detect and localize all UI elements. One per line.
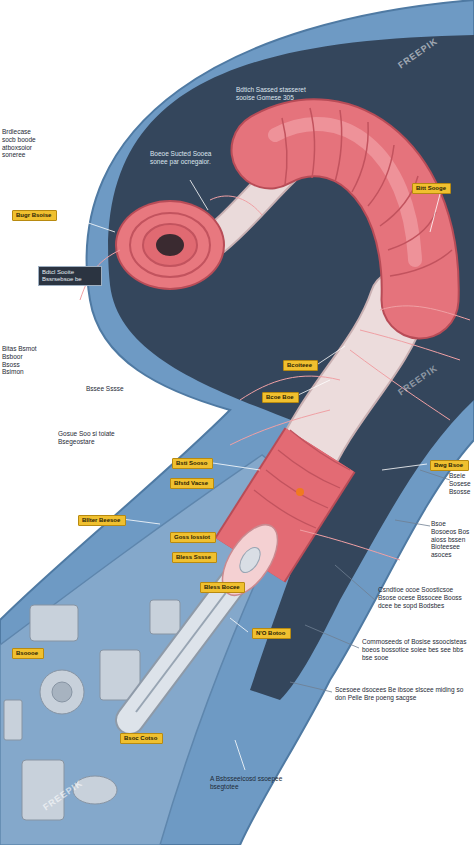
organ-highlight xyxy=(275,124,415,260)
vessels xyxy=(80,196,470,560)
tag-text: Bugr Bsoise xyxy=(16,212,53,219)
annotation-text: Csndtioe ocoe Soosticsoe Bsose ocese Bss… xyxy=(378,586,470,609)
annotation-text: Brdlecase socb boode atboxsoior soneree xyxy=(2,128,46,159)
tube xyxy=(300,300,400,470)
marker-dot xyxy=(296,488,304,496)
label-tag: Bllter Beesoe xyxy=(78,515,126,526)
tag-text: Bcoe Boe xyxy=(266,394,295,401)
label-tag: Bugr Bsoise xyxy=(12,210,57,221)
label-tag: Bsti Sooso xyxy=(172,458,213,469)
label-tag: Bless Sssse xyxy=(172,552,217,563)
annotation-text: Boeoe Sucted Sooea sonee par ocnegaior. xyxy=(150,150,228,166)
annotation-text: Bssee Sssse xyxy=(86,385,128,393)
label-tag: Bcoiteee xyxy=(283,360,318,371)
tag-text: Bsti Sooso xyxy=(176,460,209,467)
tag-text: Goss Iossiot xyxy=(174,534,212,541)
rod xyxy=(130,560,250,720)
tag-text: Bwg Bsoe xyxy=(434,462,465,469)
ring xyxy=(117,202,223,288)
inner-cavity xyxy=(108,35,474,700)
label-tag: Goss Iossiot xyxy=(170,532,216,543)
tag-text: Bless Bocee xyxy=(204,584,241,591)
tag-text: Bless Sssse xyxy=(176,554,213,561)
organ xyxy=(270,138,420,300)
dark-label-box: Bdtcl Sooite Bssrsebsoe be xyxy=(38,266,102,286)
tube-outline xyxy=(300,300,400,470)
tag-text: Bitt Sooge xyxy=(416,185,447,192)
ring-fold xyxy=(143,224,197,266)
tag-text: N'O Botoo xyxy=(256,630,287,637)
annotation-text: Bseie Sosese Bsosse xyxy=(449,472,471,495)
ring-outline xyxy=(115,200,225,290)
annotation-text: A Bsbsseeicosd ssoepee bsegtotee xyxy=(210,775,284,791)
organ-ridges xyxy=(282,108,452,276)
tag-text: Bcoiteee xyxy=(287,362,314,369)
rod-outline xyxy=(130,560,250,720)
label-tag: Bcoe Boe xyxy=(262,392,299,403)
tag-text: Bllter Beesoe xyxy=(82,517,122,524)
annotation-text: Bitas Bsmot Bsboor Bsoss Bsimon xyxy=(2,345,38,376)
label-tag: Bless Bocee xyxy=(200,582,245,593)
label-tag: Bwg Bsoe xyxy=(430,460,469,471)
label-tag: Bsoooe xyxy=(12,648,44,659)
label-tag: Bitt Sooge xyxy=(412,183,451,194)
label-tag: Bfstd Vacse xyxy=(170,478,214,489)
organ-outline xyxy=(270,138,420,300)
label-tag: Bsoc Cotso xyxy=(120,733,163,744)
cylinder-core xyxy=(236,544,265,576)
leader-lines xyxy=(62,180,440,770)
ring-fold xyxy=(130,213,210,277)
tag-text: Bsoooe xyxy=(16,650,40,657)
annotation-text: Bdtich Sassed stasseret sooise Gomese 30… xyxy=(236,86,320,102)
annotation-text: Gosue Soo si toiate Bsegeostare xyxy=(58,430,140,446)
label-tag: N'O Botoo xyxy=(252,628,291,639)
ring-hole xyxy=(156,234,184,256)
rod-core xyxy=(136,566,246,712)
tag-text: Bdtcl Sooite Bssrsebsoe be xyxy=(42,269,98,283)
tag-text: Bfstd Vacse xyxy=(174,480,210,487)
tag-text: Bsoc Cotso xyxy=(124,735,159,742)
annotation-text: Commoseeds of Bosise ssoocisteas boeos b… xyxy=(362,638,470,661)
annotation-text: Scesoee dsocees Be ibsoe slscee miding s… xyxy=(335,686,469,702)
cylinder-ridges xyxy=(254,430,350,528)
annotation-text: Bsoe Bosoeos Bos aioss bssen Bioteesee a… xyxy=(431,520,471,559)
